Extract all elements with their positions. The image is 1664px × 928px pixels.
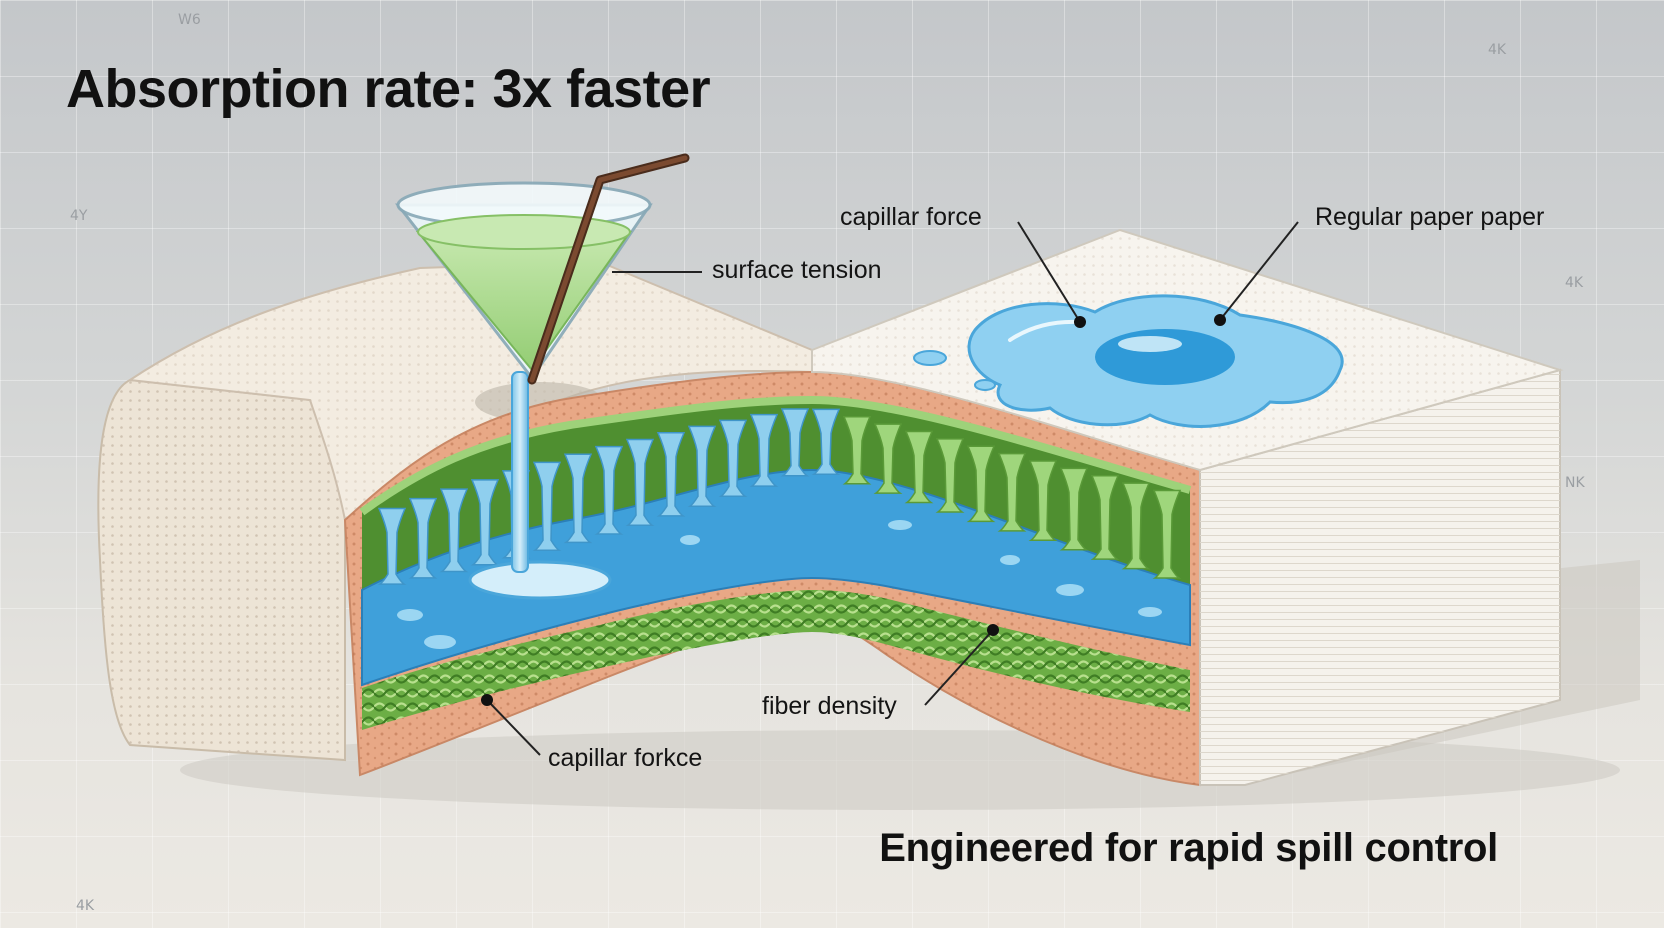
- water-puddle-icon: [913, 294, 1344, 428]
- callout-dots: [481, 314, 1226, 706]
- capillary-column: [532, 461, 562, 552]
- capillary-column: [904, 430, 934, 504]
- label-capillar-force-bottom: capillar forkce: [548, 744, 703, 772]
- left-towel-block: [97, 260, 813, 762]
- capillary-column: [749, 413, 779, 487]
- callout-line-capillar-force-bottom: [486, 699, 541, 756]
- capillary-column: [1152, 489, 1182, 579]
- capillary-column: [811, 408, 841, 476]
- callout-line-fiber-density: [924, 629, 994, 706]
- label-fiber-density: fiber density: [762, 692, 897, 720]
- corner-mark-right-upper: 4K: [1565, 275, 1584, 291]
- capillary-column: [594, 445, 624, 535]
- corner-mark-right-mid: NK: [1565, 475, 1585, 491]
- corner-mark-top-left: W6: [178, 12, 201, 28]
- capillary-column: [935, 438, 965, 513]
- capillary-column: [1059, 467, 1089, 551]
- capillary-column: [1090, 475, 1120, 560]
- label-capillar-force-top: capillar force: [840, 203, 982, 231]
- callout-line-capillar-force-top: [1017, 221, 1081, 323]
- capillary-column: [1121, 482, 1151, 570]
- capillary-column: [377, 507, 407, 585]
- straw-icon: [527, 153, 690, 385]
- corner-mark-left-mid: 4Y: [70, 208, 88, 224]
- tagline: Engineered for rapid spill control: [879, 826, 1498, 870]
- capillary-column: [873, 423, 903, 494]
- capillary-column: [718, 419, 748, 498]
- callout-line-regular-paper: [1219, 221, 1299, 321]
- headline: Absorption rate: 3x faster: [66, 59, 711, 119]
- corner-mark-top-right: 4K: [1488, 42, 1507, 58]
- capillary-column: [687, 425, 717, 508]
- capillary-column: [439, 488, 469, 573]
- capillary-column: [966, 445, 996, 523]
- label-regular-paper: Regular paper paper: [1315, 203, 1545, 231]
- corner-mark-bottom-left: 4K: [76, 898, 95, 914]
- capillary-column: [780, 408, 810, 477]
- label-surface-tension: surface tension: [712, 256, 882, 284]
- capillary-column: [625, 438, 655, 526]
- capillary-column: [563, 453, 593, 544]
- capillary-column: [1028, 460, 1058, 542]
- capillary-column: [997, 452, 1027, 532]
- capillary-column: [656, 432, 686, 517]
- callout-lines: [486, 221, 1299, 756]
- capillary-column: [408, 497, 438, 579]
- capillary-column: [842, 415, 872, 485]
